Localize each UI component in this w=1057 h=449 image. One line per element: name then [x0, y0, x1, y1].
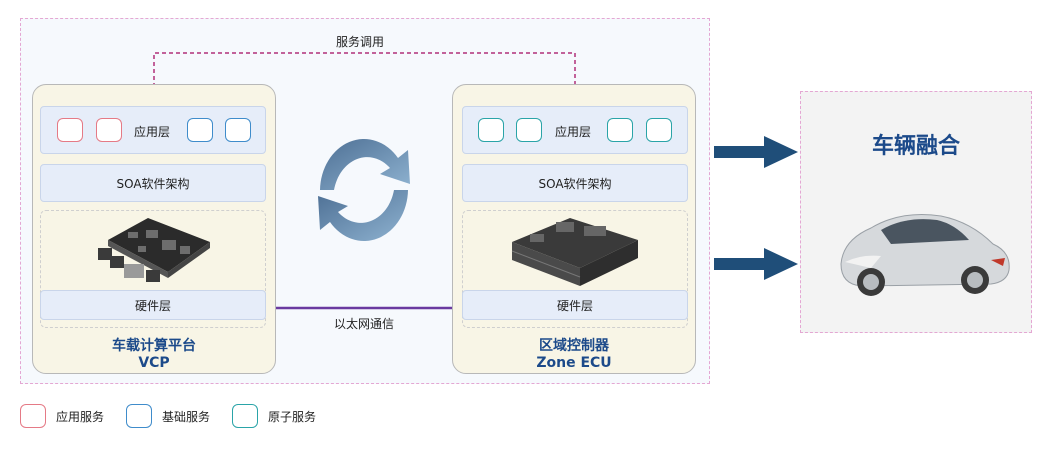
vehicle-fusion-title: 车辆融合: [871, 134, 960, 159]
zone-app-layer-label: 应用层: [555, 125, 592, 139]
legend-item-app-service: 应用服务: [20, 404, 104, 428]
service-call-label: 服务调用: [336, 35, 385, 49]
vcp-title-line2: VCP: [138, 355, 170, 371]
car-illustration: [840, 214, 1010, 296]
legend: 应用服务 基础服务 原子服务: [20, 404, 316, 428]
atomic-service-legend-icon: [232, 404, 259, 428]
zone-hardware-layer: 硬件层: [462, 290, 688, 320]
vcp-title: 车载计算平台 VCP: [32, 338, 276, 372]
vcp-title-line1: 车载计算平台: [112, 338, 196, 354]
zone-title: 区域控制器 Zone ECU: [452, 338, 696, 372]
arrow-right-icon: [714, 248, 798, 280]
legend-item-atomic-service: 原子服务: [232, 404, 316, 428]
vcp-app-layer-label: 应用层: [134, 125, 171, 139]
vcp-hardware-layer: 硬件层: [40, 290, 266, 320]
zone-title-line1: 区域控制器: [539, 338, 609, 354]
atomic-service-icon: [516, 118, 542, 142]
refresh-cycle-icon: [318, 138, 410, 242]
vehicle-fusion-box: 车辆融合: [800, 91, 1032, 333]
app-service-legend-icon: [20, 404, 46, 428]
zone-title-line2: Zone ECU: [536, 355, 612, 371]
base-service-icon: [187, 118, 213, 142]
app-service-icon: [96, 118, 122, 142]
base-service-icon: [225, 118, 251, 142]
legend-label: 原子服务: [268, 409, 317, 424]
atomic-service-icon: [478, 118, 504, 142]
arrow-right-icon: [714, 136, 798, 168]
legend-label: 基础服务: [162, 409, 211, 424]
legend-item-base-service: 基础服务: [126, 404, 210, 428]
legend-label: 应用服务: [56, 409, 105, 424]
controller-box-illustration: [511, 218, 638, 286]
arrows: [714, 136, 798, 280]
app-service-icon: [57, 118, 83, 142]
base-service-legend-icon: [126, 404, 153, 428]
ethernet-label: 以太网通信: [334, 317, 395, 331]
zone-soa-layer: SOA软件架构: [462, 164, 688, 202]
controller-board-illustration: [98, 218, 210, 282]
atomic-service-icon: [646, 118, 672, 142]
atomic-service-icon: [607, 118, 633, 142]
vcp-soa-layer: SOA软件架构: [40, 164, 266, 202]
